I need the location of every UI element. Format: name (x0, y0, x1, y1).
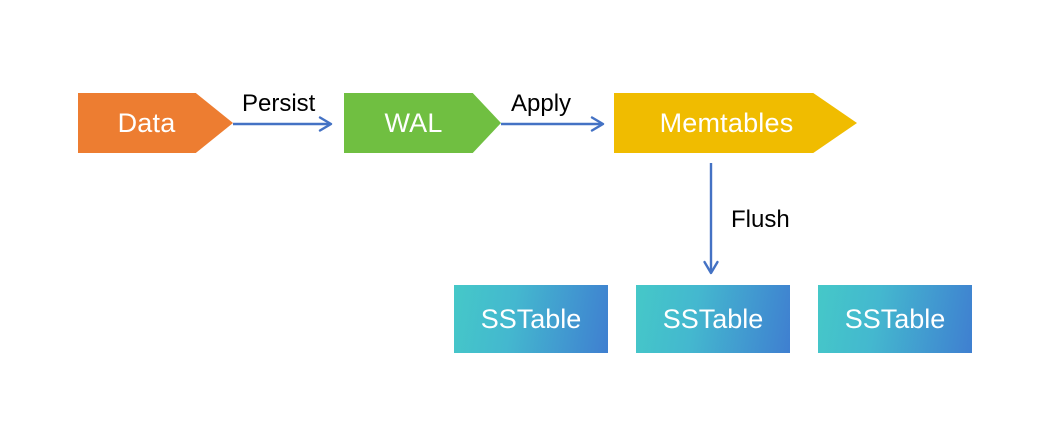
edge-label-apply: Apply (511, 90, 572, 117)
node-sstable-2[interactable]: SSTable (636, 285, 790, 353)
arrow-apply (501, 116, 605, 132)
node-sstable-3[interactable]: SSTable (818, 285, 972, 353)
edge-label-persist: Persist (242, 90, 316, 117)
arrow-flush (703, 163, 719, 275)
node-memtables-label: Memtables (659, 107, 794, 138)
node-data[interactable]: Data (78, 93, 233, 153)
node-wal-label: WAL (384, 107, 443, 138)
node-memtables[interactable]: Memtables (614, 93, 857, 153)
node-sstable-1-label: SSTable (480, 303, 582, 334)
node-sstable-2-label: SSTable (662, 303, 764, 334)
node-sstable-1[interactable]: SSTable (454, 285, 608, 353)
node-sstable-3-label: SSTable (844, 303, 946, 334)
node-data-label: Data (117, 107, 176, 138)
edge-label-flush: Flush (731, 206, 790, 233)
arrow-persist (233, 116, 333, 132)
node-wal[interactable]: WAL (344, 93, 501, 153)
